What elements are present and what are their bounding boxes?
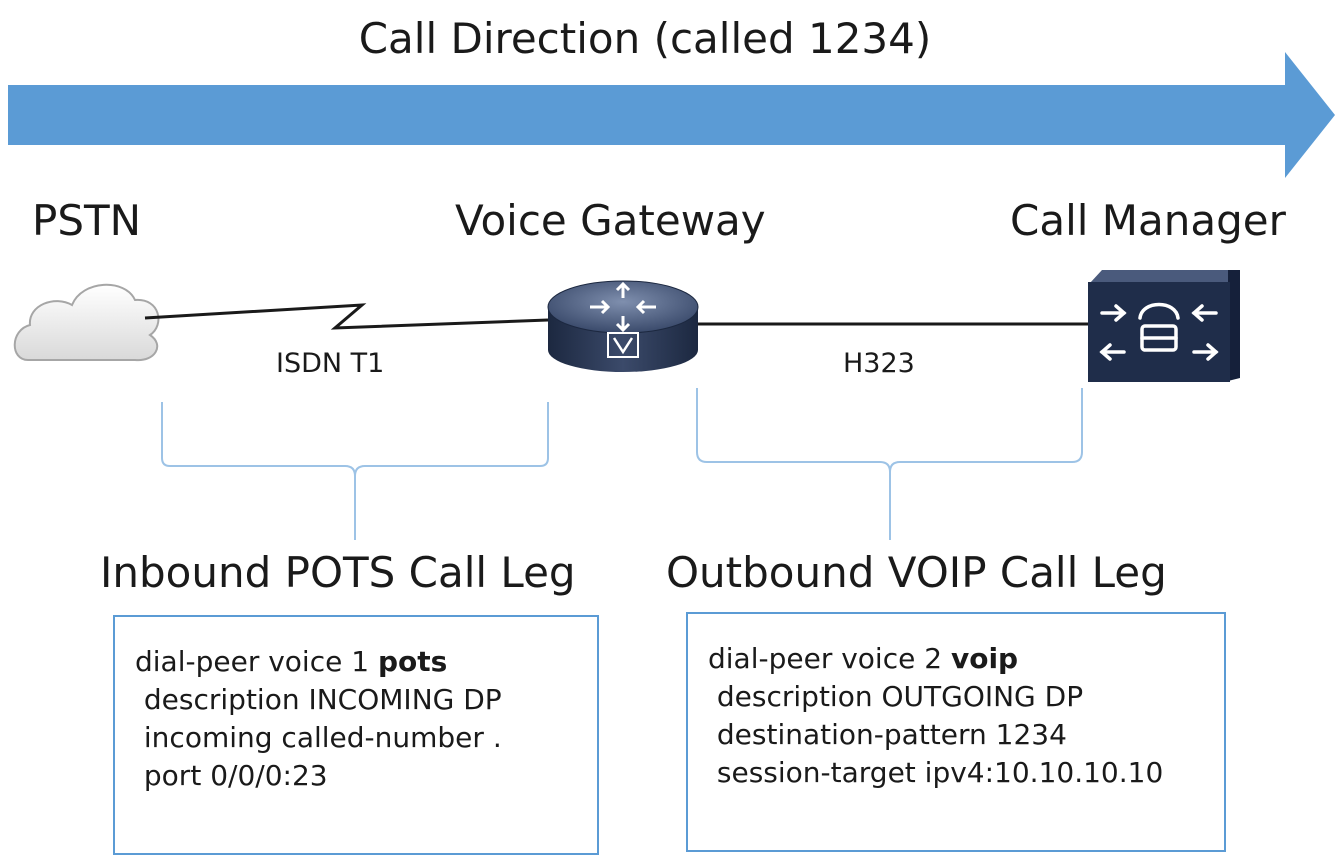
inbound-leg-bracket bbox=[161, 402, 549, 540]
call-direction-title: Call Direction (called 1234) bbox=[358, 14, 932, 63]
cloud-icon bbox=[13, 283, 160, 362]
config-line: description OUTGOING DP bbox=[708, 680, 1084, 713]
isdn-t1-label: ISDN T1 bbox=[276, 348, 385, 379]
config-line: destination-pattern 1234 bbox=[708, 718, 1067, 751]
outbound-leg-bracket bbox=[696, 388, 1083, 540]
config-line: session-target ipv4:10.10.10.10 bbox=[708, 756, 1164, 789]
pstn-label: PSTN bbox=[32, 196, 142, 245]
call-manager-label: Call Manager bbox=[1010, 196, 1286, 245]
config-line: dial-peer voice 1 pots bbox=[135, 645, 448, 678]
config-line: incoming called-number . bbox=[135, 721, 502, 754]
voice-gateway-label: Voice Gateway bbox=[455, 196, 766, 245]
inbound-dial-peer-config: dial-peer voice 1 pots description INCOM… bbox=[113, 615, 599, 855]
h323-label: H323 bbox=[843, 348, 915, 379]
outbound-dial-peer-config: dial-peer voice 2 voip description OUTGO… bbox=[686, 612, 1226, 852]
config-line: description INCOMING DP bbox=[135, 683, 502, 716]
voice-gateway-router-icon bbox=[547, 280, 699, 372]
isdn-t1-link bbox=[144, 303, 549, 330]
call-direction-arrow bbox=[8, 52, 1335, 178]
config-line: port 0/0/0:23 bbox=[135, 759, 328, 792]
call-manager-icon bbox=[1088, 270, 1240, 382]
outbound-leg-label: Outbound VOIP Call Leg bbox=[666, 548, 1167, 597]
inbound-leg-label: Inbound POTS Call Leg bbox=[100, 548, 576, 597]
config-line: dial-peer voice 2 voip bbox=[708, 642, 1019, 675]
